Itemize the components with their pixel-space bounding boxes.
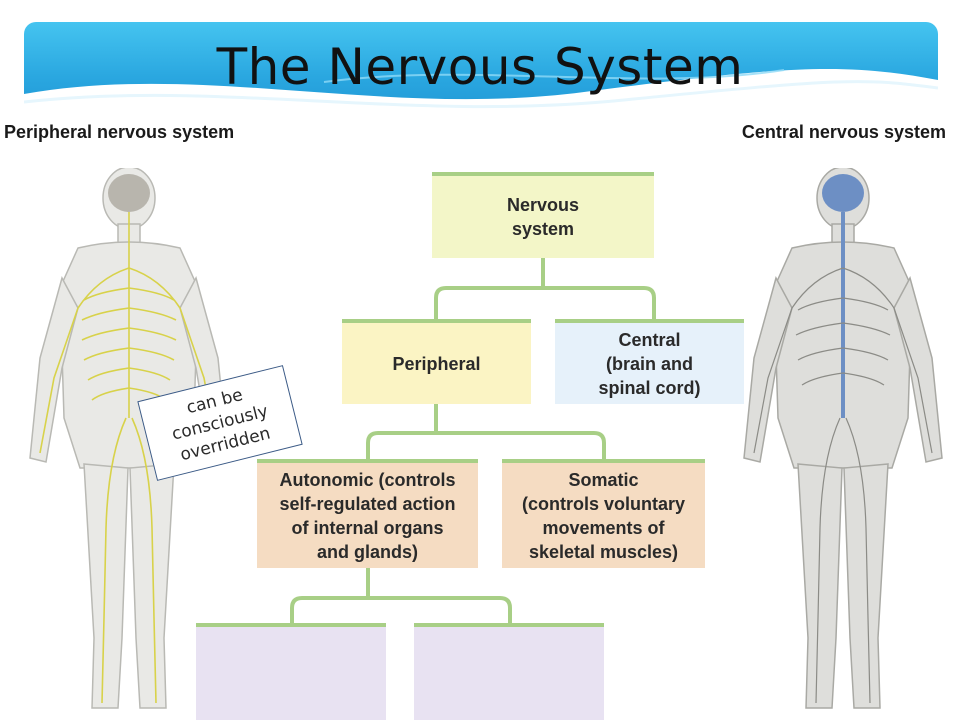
title-banner xyxy=(24,22,938,122)
human-body-central-icon xyxy=(743,168,943,709)
nervous-system-box: Nervous system xyxy=(432,172,654,258)
autonomic-box: Autonomic (controls self-regulated actio… xyxy=(257,459,478,568)
empty-box-left xyxy=(196,623,386,720)
peripheral-heading: Peripheral nervous system xyxy=(4,122,235,142)
page-title: The Nervous System xyxy=(216,38,744,96)
central-heading: Central nervous system xyxy=(741,122,946,142)
somatic-box: Somatic (controls voluntary movements of… xyxy=(502,459,705,568)
peripheral-box: Peripheral xyxy=(342,319,531,404)
empty-box-right xyxy=(414,623,604,720)
human-body-peripheral-icon xyxy=(29,168,229,709)
banner-wave-decoration xyxy=(24,68,938,122)
central-box: Central (brain and spinal cord) xyxy=(555,319,744,404)
